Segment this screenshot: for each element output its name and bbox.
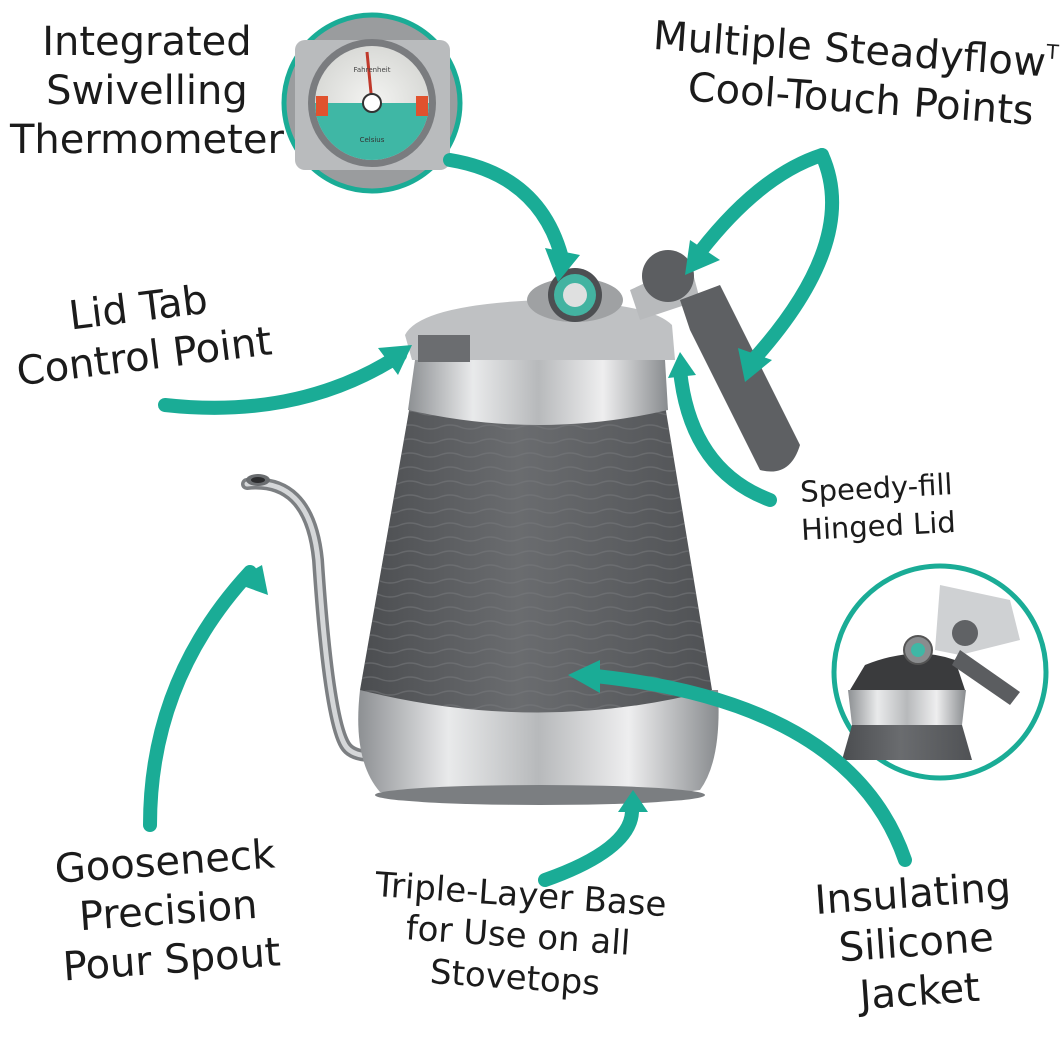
callout-thermometer-line-3: Thermometer [10, 116, 284, 163]
callout-hinged-lid-line-2: Hinged Lid [800, 504, 957, 547]
trademark-mark: TM [1045, 39, 1060, 66]
gooseneck-spout [241, 474, 406, 762]
callout-gooseneck: Gooseneck Precision Pour Spout [53, 830, 283, 991]
kettle-body [358, 250, 800, 805]
hinged-lid-inset [831, 563, 1049, 781]
arrow-icon [232, 240, 772, 812]
dial-scale-bottom: Celsius [360, 136, 385, 144]
callout-thermometer-line-1: Integrated [42, 19, 252, 65]
callout-hinged-lid: Speedy-fill Hinged Lid [798, 466, 956, 549]
callout-thermometer: Integrated Swivelling Thermometer [10, 18, 284, 164]
callout-base: Triple-Layer Base for Use on all Stoveto… [368, 865, 668, 1009]
callout-jacket: Insulating Silicone Jacket [813, 863, 1019, 1023]
thermometer-dial-icon: Fahrenheit Celsius [281, 12, 463, 194]
dial-scale-top: Fahrenheit [353, 66, 390, 74]
arrow-icon [143, 148, 912, 887]
callout-thermometer-line-2: Swivelling [46, 67, 248, 114]
